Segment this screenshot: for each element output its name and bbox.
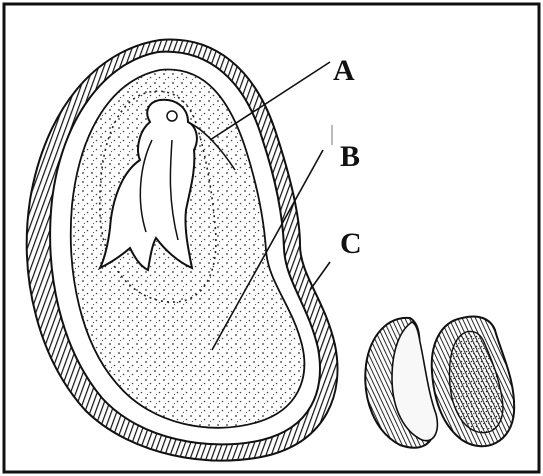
label-c: C (340, 227, 362, 260)
leader-line-c (310, 262, 330, 290)
seed-halves (365, 317, 514, 448)
label-a: A (333, 54, 355, 87)
label-b: B (340, 140, 360, 173)
